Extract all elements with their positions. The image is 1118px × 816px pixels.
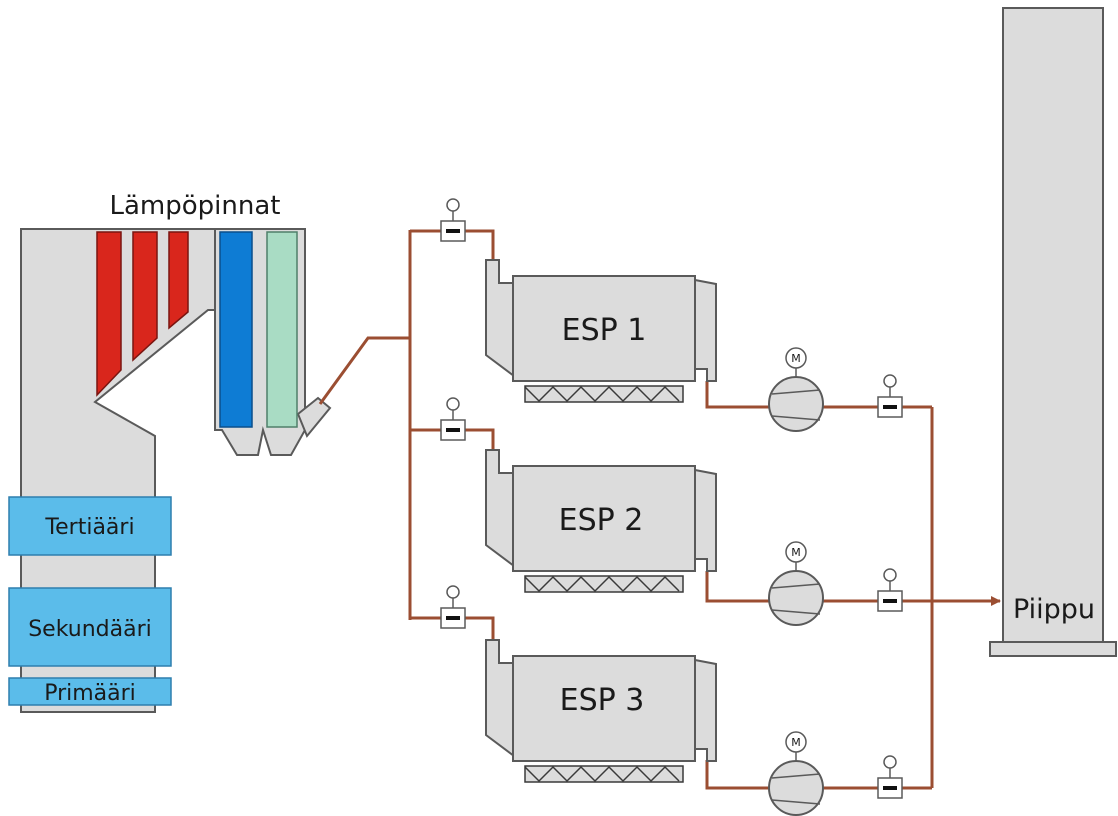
motor-icon bbox=[785, 731, 807, 753]
esp-body bbox=[512, 465, 696, 572]
outlet-damper-2 bbox=[876, 567, 904, 613]
esp-hopper-zigzag bbox=[524, 575, 680, 593]
boiler-outlet-duct bbox=[296, 396, 332, 438]
esp-hopper bbox=[524, 765, 684, 783]
superheater-panel bbox=[132, 231, 158, 362]
flue-gas-fan-1: M bbox=[768, 347, 824, 432]
esp-hood-outlet bbox=[694, 658, 717, 762]
esp-label: ESP 2 bbox=[559, 503, 644, 538]
esp-hood-inlet bbox=[485, 449, 515, 568]
esp-label: ESP 1 bbox=[562, 313, 647, 348]
stack-label: Piippu bbox=[1013, 594, 1095, 625]
economizer-panel bbox=[219, 231, 253, 428]
esp-hood-inlet bbox=[485, 639, 515, 758]
flue-gas-fan-2: M bbox=[768, 541, 824, 626]
esp3-outlet-pipe bbox=[705, 760, 932, 790]
esp-hopper-zigzag bbox=[524, 765, 680, 783]
stack-column bbox=[1002, 7, 1104, 643]
esp-body bbox=[512, 655, 696, 762]
air-zone-tertiary bbox=[8, 496, 172, 556]
motor-label: M bbox=[791, 546, 801, 559]
boiler: Tertiääri Sekundääri Primääri Lämpöpinna… bbox=[8, 191, 332, 713]
flue-gas-piping bbox=[318, 229, 1001, 790]
air-zone-primary bbox=[8, 677, 172, 706]
esp-unit-2: ESP 2 bbox=[485, 449, 717, 593]
stack-base bbox=[989, 641, 1117, 657]
flue-gas-fan-3: M bbox=[768, 731, 824, 816]
heat-surfaces-label: Lämpöpinnat bbox=[110, 191, 281, 221]
superheater-panel bbox=[168, 231, 189, 330]
air-zone-secondary bbox=[8, 587, 172, 667]
esp1-outlet-pipe bbox=[705, 381, 932, 409]
outlet-damper-3 bbox=[876, 754, 904, 800]
inlet-damper-1 bbox=[439, 197, 467, 243]
outlet-damper-1 bbox=[876, 373, 904, 419]
boiler-to-header-pipe bbox=[318, 336, 410, 405]
esp-hopper-zigzag bbox=[524, 385, 680, 403]
inlet-damper-2 bbox=[439, 396, 467, 442]
inlet-damper-3 bbox=[439, 584, 467, 630]
air-zone-label: Primääri bbox=[44, 681, 136, 706]
stack: Piippu bbox=[989, 7, 1117, 657]
motor-icon bbox=[785, 347, 807, 369]
motor-icon bbox=[785, 541, 807, 563]
motor-label: M bbox=[791, 352, 801, 365]
esp2-inlet-pipe bbox=[410, 428, 495, 452]
esp-unit-1: ESP 1 bbox=[485, 259, 717, 403]
esp-hopper bbox=[524, 385, 684, 403]
esp1-inlet-pipe bbox=[410, 229, 495, 262]
esp-hood-outlet bbox=[694, 468, 717, 572]
esp-hood-inlet bbox=[485, 259, 515, 378]
superheater-panel bbox=[96, 231, 122, 397]
air-preheater-panel bbox=[266, 231, 298, 428]
air-zone-label: Tertiääri bbox=[44, 515, 134, 540]
esp-body bbox=[512, 275, 696, 382]
air-zone-label: Sekundääri bbox=[28, 617, 152, 642]
esp2-outlet-pipe bbox=[705, 571, 932, 603]
esp-unit-3: ESP 3 bbox=[485, 639, 717, 783]
esp-hopper bbox=[524, 575, 684, 593]
esp-hood-outlet bbox=[694, 278, 717, 382]
motor-label: M bbox=[791, 736, 801, 749]
esp3-inlet-pipe bbox=[410, 616, 495, 642]
esp-label: ESP 3 bbox=[560, 683, 645, 718]
